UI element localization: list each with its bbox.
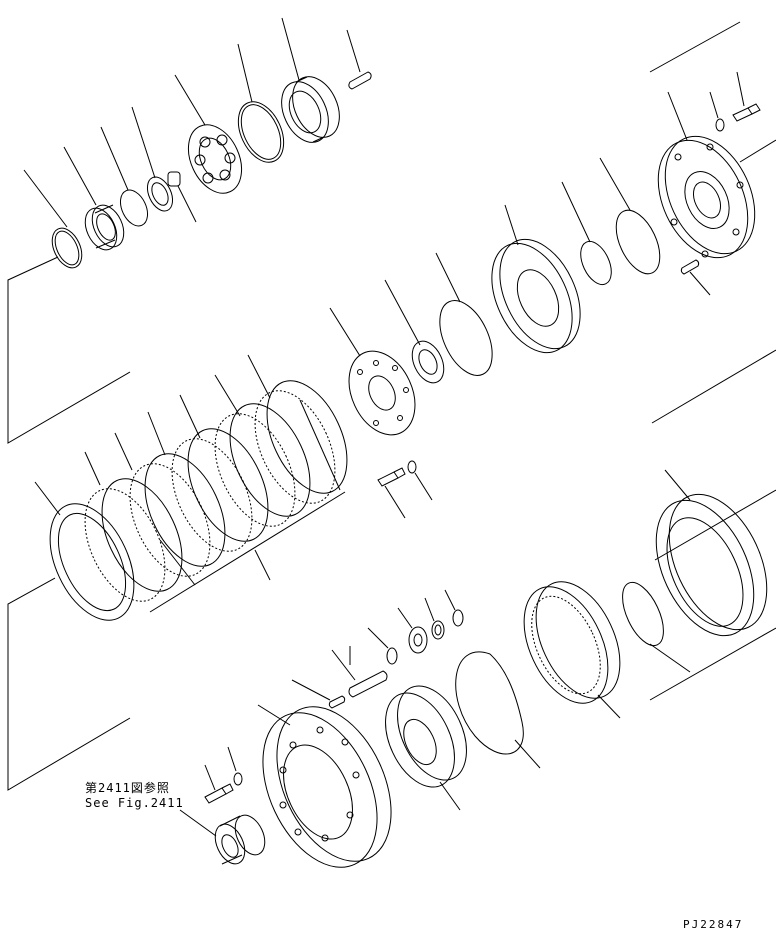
flange-small-ring (562, 182, 618, 289)
planet-carrier (372, 675, 481, 810)
ring-gear (507, 569, 637, 718)
hub-washer (228, 747, 242, 785)
flange-dowel (681, 260, 710, 295)
top-housing-cup (272, 18, 348, 150)
reference-part-gear (180, 810, 271, 869)
reference-note: 第2411図参照 See Fig.2411 (85, 781, 184, 811)
section-frame-lines (8, 22, 776, 790)
top-needle-bearing (132, 107, 178, 215)
planet-shaft (332, 650, 387, 697)
piston-seal-ring (429, 253, 503, 384)
flange-bolt (733, 72, 760, 121)
output-hub (240, 689, 414, 886)
reference-note-en: See Fig.2411 (85, 796, 184, 810)
top-ring-small (101, 127, 153, 230)
drum-o-ring (614, 576, 690, 672)
drawing-id: PJ22847 (683, 918, 744, 931)
piston (476, 205, 596, 365)
planet-needle (425, 598, 444, 639)
top-dowel-pin (347, 30, 371, 89)
ring-gear-snap-ring (456, 652, 540, 768)
planet-thrust-washer (368, 628, 397, 664)
planet-gear (398, 608, 427, 653)
end-plate (330, 308, 428, 446)
flange-washer (710, 92, 724, 131)
top-ball-bearing (175, 75, 252, 202)
top-seal-ring (229, 44, 292, 169)
flange-o-ring (600, 158, 669, 280)
top-small-pin (168, 172, 196, 222)
reference-note-jp: 第2411図参照 (85, 781, 170, 795)
planet-pin (292, 646, 350, 708)
housing-flange (641, 92, 773, 272)
drum-housing (637, 470, 776, 651)
middle-bearing (385, 280, 450, 388)
planet-bearing-small (445, 590, 463, 626)
clutch-pack (33, 355, 363, 633)
top-snap-ring (24, 170, 88, 273)
end-plate-washer (408, 461, 432, 500)
end-plate-bolt (378, 468, 405, 518)
top-carrier-hub (64, 147, 130, 255)
hub-bolt (205, 765, 233, 803)
